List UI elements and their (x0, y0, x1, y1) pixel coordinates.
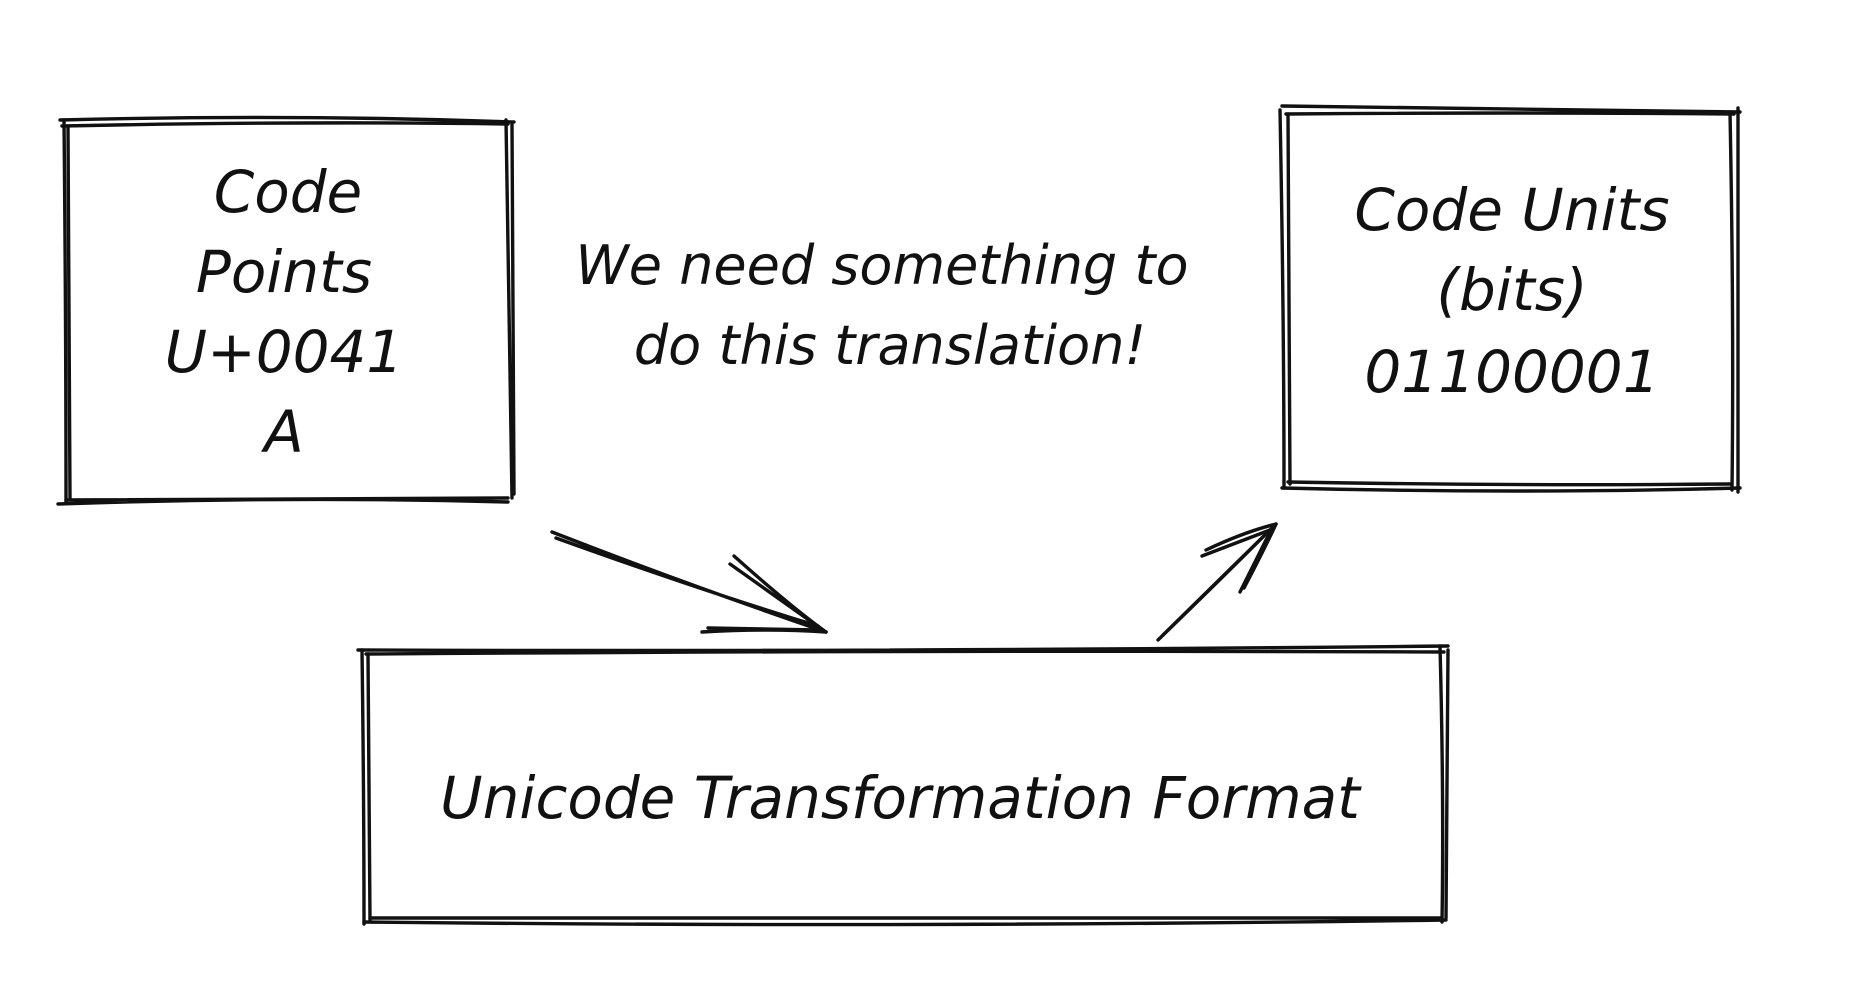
translation-note: We need something to do this translation… (575, 234, 1188, 377)
code-points-box: Code Points U+0041 A (56, 115, 516, 506)
code-points-line-4: A (260, 398, 304, 466)
code-units-line-1: Code Units (1354, 176, 1669, 244)
code-units-line-2: (bits) (1436, 256, 1587, 324)
code-units-line-3: 01100001 (1364, 338, 1659, 406)
arrow-to-code-units (1156, 522, 1278, 642)
utf-label: Unicode Transformation Format (440, 764, 1362, 832)
note-line-2: do this translation! (634, 314, 1146, 377)
utf-box: Unicode Transformation Format (356, 644, 1450, 927)
arrow-to-utf (550, 530, 828, 634)
code-points-line-2: Points (196, 238, 372, 306)
note-line-1: We need something to (575, 234, 1188, 297)
code-points-line-1: Code (214, 158, 362, 226)
code-units-box: Code Units (bits) 01100001 (1278, 104, 1742, 494)
code-points-line-3: U+0041 (165, 318, 404, 386)
